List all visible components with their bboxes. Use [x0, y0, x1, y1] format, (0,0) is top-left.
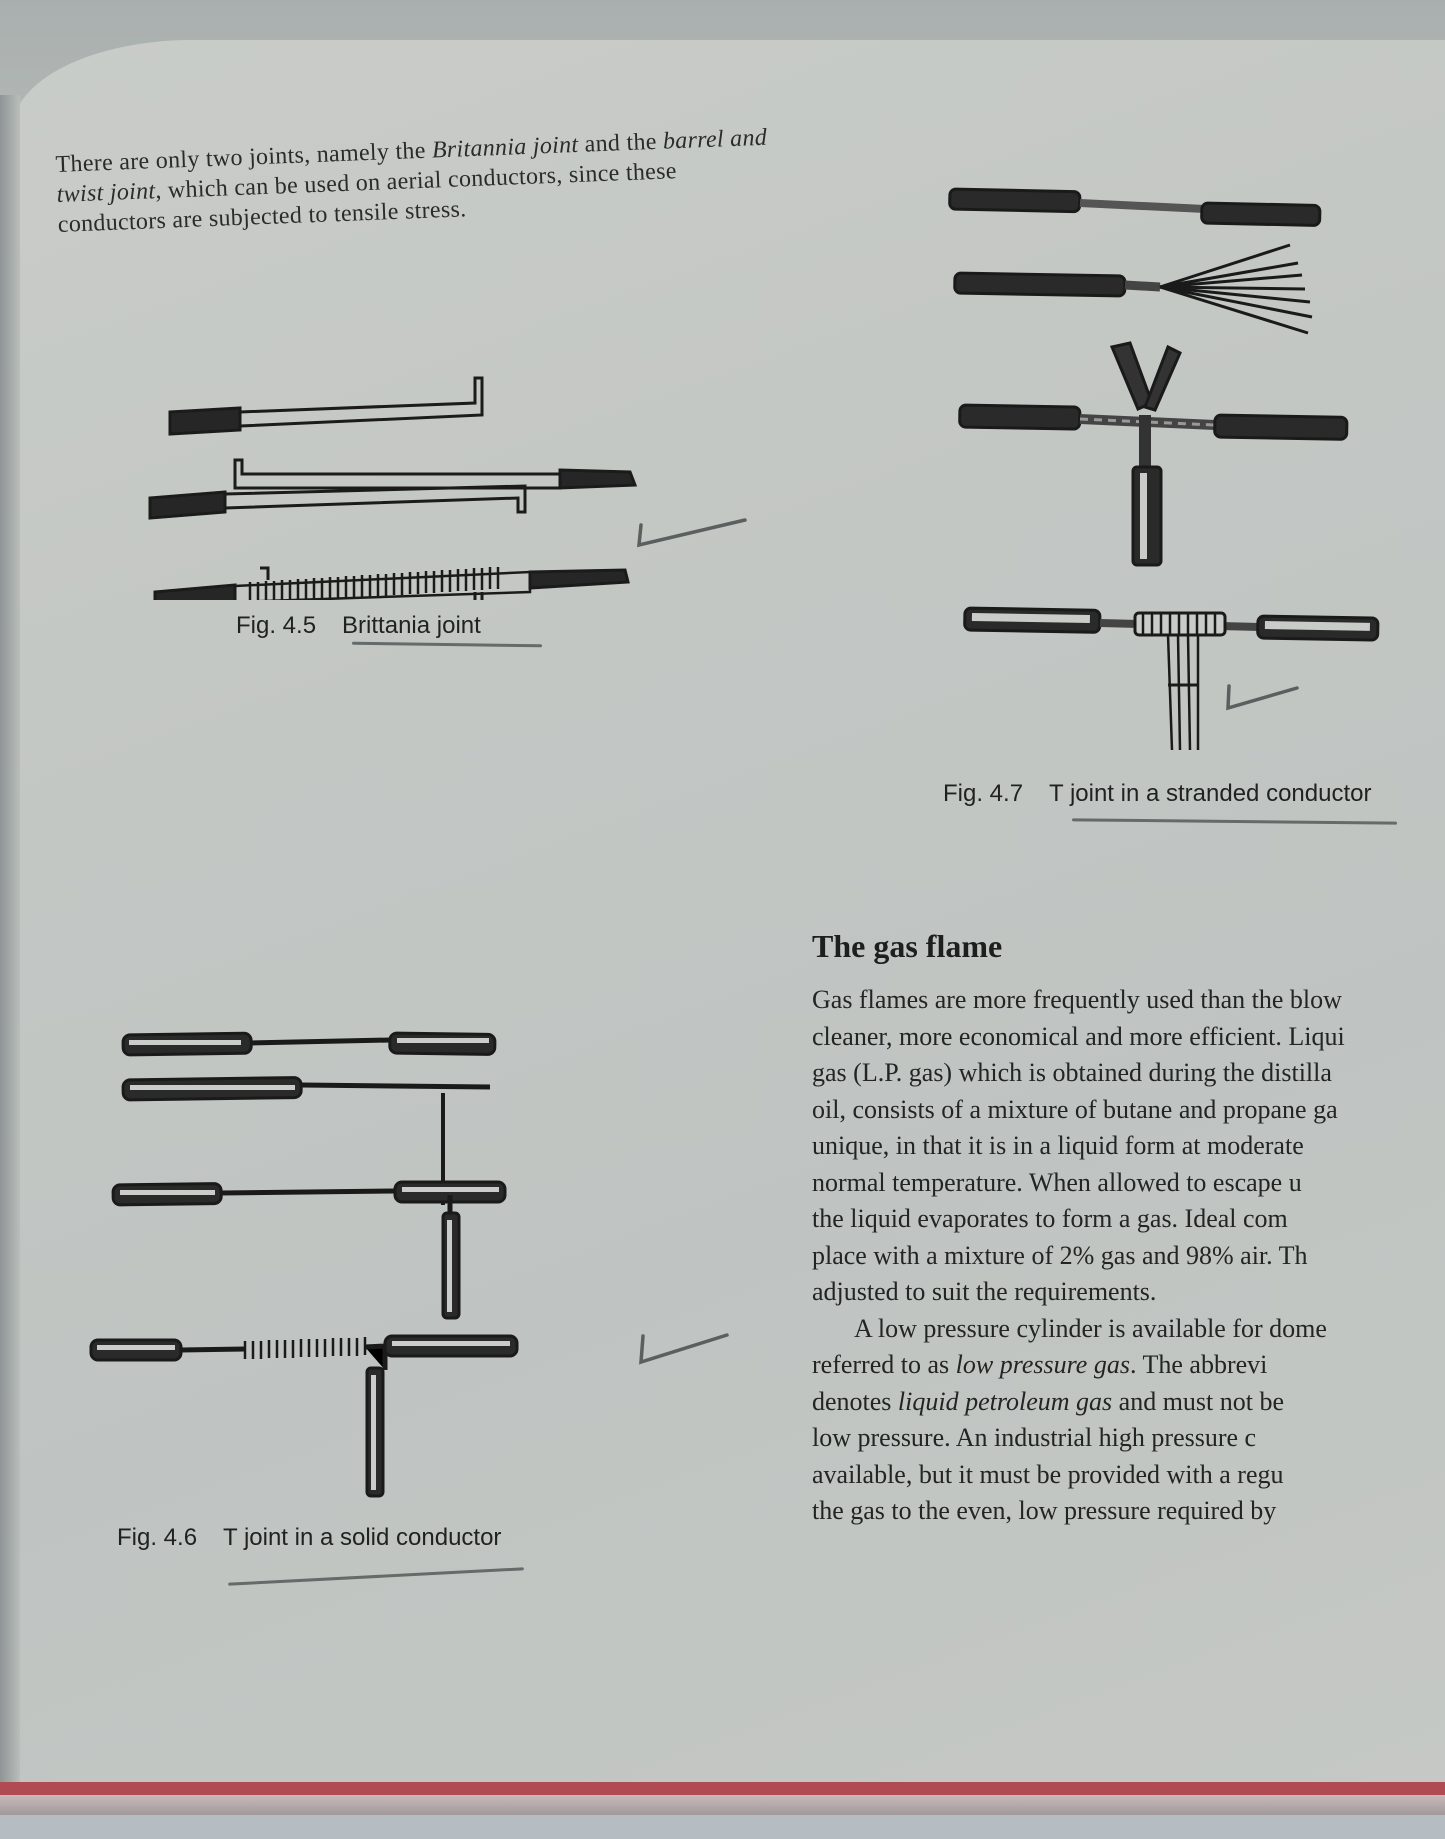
body-line: low pressure. An industrial high pressur…	[812, 1423, 1257, 1452]
body-line: unique, in that it is in a liquid form a…	[812, 1131, 1304, 1160]
section-body: Gas flames are more frequently used than…	[812, 982, 1445, 1530]
body-line: the liquid evaporates to form a gas. Ide…	[812, 1204, 1288, 1233]
body-text-span: . The abbrevi	[1129, 1350, 1268, 1379]
pencil-check-mark	[637, 518, 747, 548]
body-line: referred to as low pressure gas. The abb…	[812, 1347, 1445, 1384]
section-heading: The gas flame	[812, 928, 1003, 964]
cover-binding	[0, 1795, 1445, 1817]
body-line: A low pressure cylinder is available for…	[854, 1313, 1327, 1343]
table-surface	[0, 1815, 1445, 1839]
figure-4-7-stranded-t-joint-illustration	[948, 187, 1380, 751]
body-line: the gas to the even, low pressure requir…	[812, 1496, 1277, 1525]
figure-number: Fig. 4.6	[117, 1524, 198, 1551]
figure-4-6-caption: Fig. 4.6 T joint in a solid conductor	[117, 1524, 501, 1552]
body-line: adjusted to suit the requirements.	[812, 1277, 1157, 1306]
body-text-span: denotes	[812, 1386, 898, 1416]
pencil-check-mark	[639, 1333, 729, 1365]
body-line: gas (L.P. gas) which is obtained during …	[812, 1058, 1332, 1087]
intro-text: and the	[577, 128, 664, 158]
body-line: normal temperature. When allowed to esca…	[812, 1167, 1302, 1197]
figure-4-5-britannia-joint-illustration	[148, 376, 638, 600]
body-text-span: referred to as	[812, 1350, 956, 1379]
body-text-span: and must not be	[1112, 1386, 1285, 1416]
figure-4-6-solid-t-joint-illustration	[89, 1031, 519, 1498]
page-gutter-shadow	[0, 95, 20, 1795]
figure-number: Fig. 4.7	[943, 780, 1024, 807]
intro-emphasis-britannia: Britannia joint	[431, 131, 579, 164]
figure-title: T joint in a solid conductor	[223, 1524, 502, 1551]
figure-title: Brittania joint	[342, 612, 481, 639]
figure-4-5-caption: Fig. 4.5 Brittania joint	[236, 612, 481, 640]
body-line: denotes liquid petroleum gas and must no…	[812, 1384, 1445, 1421]
body-line: Gas flames are more frequently used than…	[812, 985, 1342, 1014]
figure-number: Fig. 4.5	[236, 612, 317, 639]
body-line: available, but it must be provided with …	[812, 1459, 1284, 1489]
book-page	[12, 40, 1445, 1785]
figure-title: T joint in a stranded conductor	[1049, 780, 1372, 807]
body-line: cleaner, more economical and more effici…	[812, 1021, 1345, 1051]
body-emphasis: liquid petroleum gas	[897, 1386, 1113, 1416]
body-line: place with a mixture of 2% gas and 98% a…	[812, 1240, 1308, 1270]
body-line: oil, consists of a mixture of butane and…	[812, 1094, 1338, 1124]
pencil-check-mark	[1226, 684, 1299, 711]
figure-4-7-caption: Fig. 4.7 T joint in a stranded conductor	[943, 780, 1371, 808]
body-emphasis: low pressure gas	[955, 1350, 1130, 1379]
